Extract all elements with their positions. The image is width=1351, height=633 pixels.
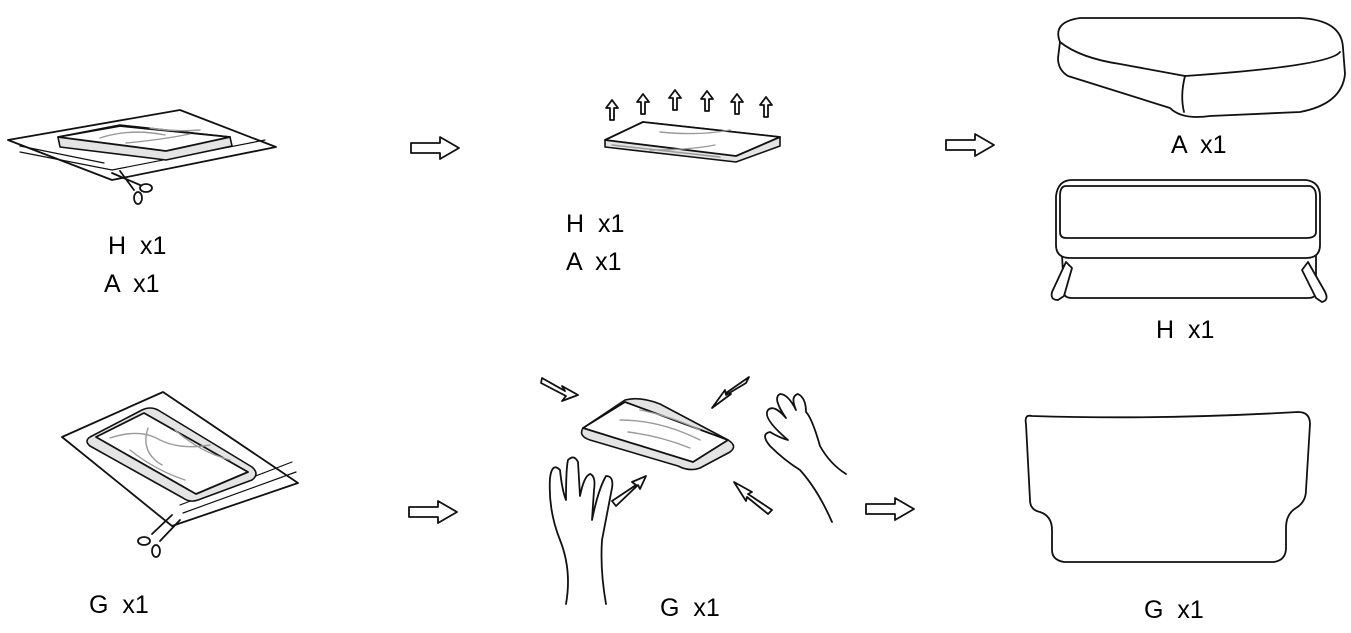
vacuum-bag-cushion-illustration [7, 109, 277, 181]
step2-label-h: H x1 [566, 210, 625, 238]
flow-arrow-1 [410, 136, 460, 160]
flow-arrow-2 [945, 133, 995, 157]
step1-label-a: A x1 [104, 270, 160, 298]
back-cushion-h-illustration [1050, 179, 1328, 303]
left-hand-illustration [548, 456, 614, 605]
scissors-icon [111, 170, 153, 205]
cushion-g-illustration [1024, 411, 1311, 563]
flow-arrow-3 [408, 500, 458, 524]
shake-arrows [540, 376, 773, 515]
expanding-cushion-illustration [604, 121, 781, 163]
step5-label-g: G x1 [660, 594, 720, 622]
flow-arrow-4 [865, 497, 915, 521]
step1-label-h: H x1 [108, 232, 167, 260]
expand-up-arrows [605, 89, 773, 121]
result-a-label: A x1 [1171, 131, 1227, 159]
right-hand-illustration [764, 393, 847, 523]
step2-label-a: A x1 [566, 248, 622, 276]
scissors-icon [137, 514, 181, 558]
result-h-label: H x1 [1156, 316, 1215, 344]
result-g-label: G x1 [1144, 596, 1204, 624]
shake-out-cushion-illustration [580, 397, 735, 471]
vacuum-bag-cushion-g-illustration [61, 391, 299, 527]
seat-cushion-a-illustration [1057, 17, 1346, 118]
step4-label-g: G x1 [89, 591, 149, 619]
